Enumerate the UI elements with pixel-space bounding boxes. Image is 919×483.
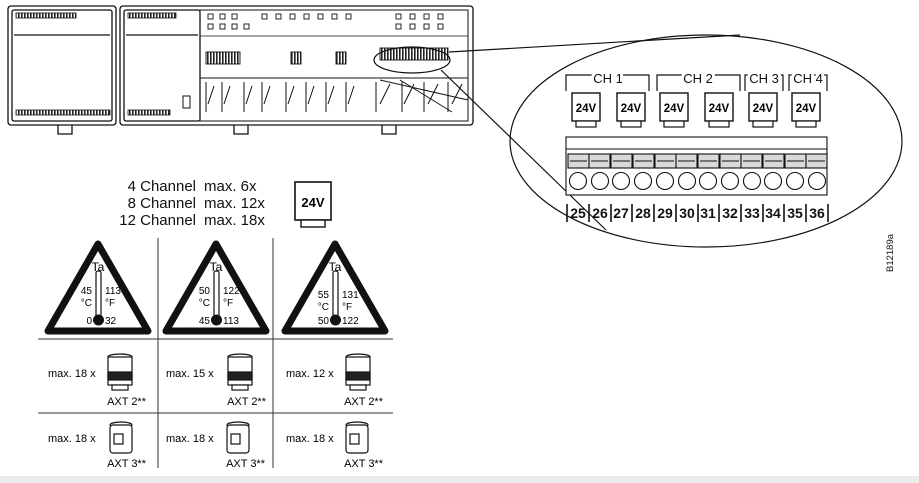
terminal-number: 33 [744, 205, 760, 221]
axt2-actuator-icon [107, 353, 133, 391]
axt2-max-count: max. 15 x [166, 368, 214, 380]
temperature-warning-3: Ta 55 131 °C °F 50 122 [281, 240, 389, 335]
temp-bottom-fahrenheit: 122 [342, 316, 359, 327]
axt3-actuator-icon [226, 421, 250, 454]
capacity-channels: 8 Channel [128, 195, 196, 212]
actuator-relay-icon: 24V [791, 92, 821, 128]
axt3-actuator-icon [109, 421, 133, 454]
relay-label: 24V [664, 103, 685, 115]
terminal-strip [565, 136, 828, 196]
terminal-number: 26 [592, 205, 608, 221]
temp-top-celsius: 45 [81, 286, 93, 297]
axt2-actuator-icon [345, 353, 371, 391]
temp-bottom-celsius: 45 [199, 316, 211, 327]
relay-label: 24V [576, 103, 597, 115]
table-grid [38, 238, 393, 468]
temp-unit-fahrenheit: °F [105, 298, 115, 309]
temp-top-fahrenheit: 131 [342, 290, 359, 301]
temp-bottom-fahrenheit: 32 [105, 316, 117, 327]
axt3-cell-2: max. 18 x AXT 3** [166, 421, 266, 470]
power-supply-module [7, 5, 117, 135]
temp-unit-celsius: °C [318, 302, 329, 313]
terminal-number: 25 [570, 205, 586, 221]
axt3-actuator-icon [345, 421, 369, 454]
axt3-cell-1: max. 18 x AXT 3** [48, 421, 147, 470]
terminal-number: 30 [679, 205, 695, 221]
axt2-cell-2: max. 15 x AXT 2** [166, 353, 267, 408]
bottom-rule [0, 476, 919, 483]
document-id: B12189a [885, 233, 896, 272]
actuator-relay-icon: 24V [294, 181, 332, 228]
temp-bottom-fahrenheit: 113 [223, 316, 239, 327]
channel-header-4: CH 4 [793, 71, 823, 86]
actuator-relay-icon: 24V [659, 92, 689, 128]
terminal-number: 28 [635, 205, 651, 221]
axt2-max-count: max. 12 x [286, 368, 334, 380]
terminal-number: 34 [765, 205, 781, 221]
temp-unit-celsius: °C [199, 298, 210, 309]
capacity-channels: 12 Channel [119, 212, 196, 229]
temp-top-celsius: 50 [199, 286, 211, 297]
relay-label: 24V [621, 103, 642, 115]
axt2-cell-1: max. 18 x AXT 2** [48, 353, 147, 408]
temp-unit-fahrenheit: °F [223, 298, 233, 309]
relay-label: 24V [753, 103, 774, 115]
axt3-cell-3: max. 18 x AXT 3** [286, 421, 384, 470]
temperature-warning-2: Ta 50 122 °C °F 45 113 [162, 240, 270, 335]
terminal-separators [566, 204, 829, 222]
actuator-relay-icon: 24V [704, 92, 734, 128]
channel-header-3: CH 3 [749, 71, 779, 86]
axt3-model-label: AXT 3** [107, 458, 147, 470]
channel-header-2: CH 2 [683, 71, 713, 86]
terminal-number: 36 [809, 205, 825, 221]
axt2-cell-3: max. 12 x AXT 2** [286, 353, 384, 408]
capacity-channels: 4 Channel [128, 178, 196, 195]
channel-header-1: CH 1 [593, 71, 623, 86]
actuator-relay-icon: 24V [571, 92, 601, 128]
temp-bottom-celsius: 0 [86, 316, 92, 327]
axt2-model-label: AXT 2** [107, 396, 147, 408]
zoom-callout [440, 34, 903, 248]
terminal-number: 31 [700, 205, 716, 221]
temperature-warning-1: Ta 45 113 °C °F 0 32 [44, 240, 152, 335]
relay-label: 24V [796, 103, 817, 115]
temp-bottom-celsius: 50 [318, 316, 330, 327]
actuator-relay-icon: 24V [616, 92, 646, 128]
ambient-temp-label: Ta [210, 260, 223, 274]
axt2-model-label: AXT 2** [227, 396, 267, 408]
temp-top-fahrenheit: 113 [105, 286, 121, 297]
controller-unit [7, 5, 474, 135]
terminal-number: 29 [657, 205, 673, 221]
axt3-max-count: max. 18 x [286, 433, 334, 445]
capacity-table: 4 Channel max. 6x 8 Channel max. 12x 12 … [119, 178, 265, 229]
axt2-max-count: max. 18 x [48, 368, 96, 380]
temp-top-celsius: 55 [318, 290, 330, 301]
terminal-number: 32 [722, 205, 738, 221]
axt3-max-count: max. 18 x [166, 433, 214, 445]
channel-brackets [565, 74, 828, 91]
ambient-temp-label: Ta [329, 260, 342, 274]
temp-top-fahrenheit: 122 [223, 286, 240, 297]
relay-label: 24V [301, 195, 324, 210]
terminal-numbers: 25 26 27 28 29 30 31 32 33 34 35 36 [570, 205, 825, 221]
capacity-max: max. 18x [204, 212, 265, 229]
main-module [119, 5, 474, 135]
capacity-max: max. 6x [204, 178, 257, 195]
axt3-model-label: AXT 3** [226, 458, 266, 470]
actuator-relay-icon: 24V [748, 92, 778, 128]
axt3-max-count: max. 18 x [48, 433, 96, 445]
temp-unit-fahrenheit: °F [342, 302, 352, 313]
capacity-max: max. 12x [204, 195, 265, 212]
relay-label: 24V [709, 103, 730, 115]
axt3-model-label: AXT 3** [344, 458, 384, 470]
axt2-model-label: AXT 2** [344, 396, 384, 408]
ambient-temp-label: Ta [92, 260, 105, 274]
axt2-actuator-icon [227, 353, 253, 391]
terminal-number: 27 [613, 205, 629, 221]
temp-unit-celsius: °C [81, 298, 92, 309]
terminal-number: 35 [787, 205, 803, 221]
